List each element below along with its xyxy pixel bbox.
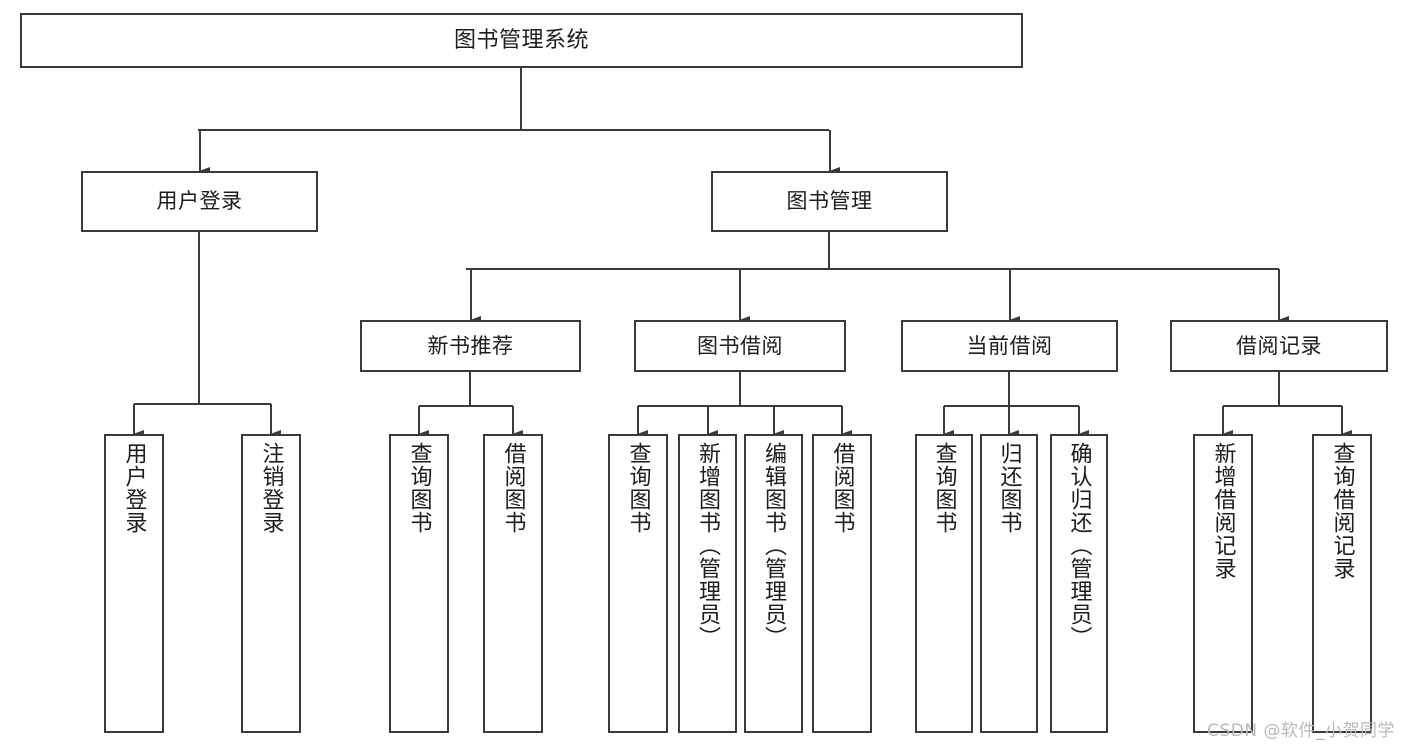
node-current-borrow: 当前借阅	[901, 320, 1118, 372]
node-label-leaf-user-login: 用户登录	[121, 442, 147, 534]
node-label-book-borrow: 图书借阅	[697, 333, 783, 358]
node-label-new-book-rec: 新书推荐	[427, 333, 514, 358]
node-label-leaf-query-borrow-record: 查询借阅记录	[1329, 442, 1355, 580]
node-leaf-query-book-rec: 查询图书	[389, 434, 449, 733]
node-label-current-borrow: 当前借阅	[966, 333, 1053, 358]
node-borrow-record: 借阅记录	[1170, 320, 1388, 372]
node-label-leaf-query-book-borrow: 查询图书	[625, 442, 651, 534]
node-leaf-borrow-book-rec: 借阅图书	[483, 434, 543, 733]
node-label-user-login: 用户登录	[156, 189, 243, 214]
node-book-manage: 图书管理	[711, 171, 948, 232]
node-leaf-query-book-borrow: 查询图书	[608, 434, 668, 733]
node-label-leaf-confirm-return: 确认归还（管理员）	[1066, 442, 1092, 649]
node-label-borrow-record: 借阅记录	[1236, 333, 1322, 358]
node-label-root: 图书管理系统	[453, 27, 589, 53]
node-label-leaf-add-book: 新增图书（管理员）	[695, 442, 721, 649]
node-leaf-add-borrow-record: 新增借阅记录	[1193, 434, 1253, 733]
node-leaf-user-logout: 注销登录	[241, 434, 301, 733]
node-new-book-rec: 新书推荐	[360, 320, 581, 372]
node-label-leaf-borrow-book-rec: 借阅图书	[500, 442, 526, 534]
node-leaf-return-book: 归还图书	[980, 434, 1038, 733]
node-leaf-confirm-return: 确认归还（管理员）	[1050, 434, 1108, 733]
node-book-borrow: 图书借阅	[634, 320, 846, 372]
node-leaf-query-book-current: 查询图书	[915, 434, 973, 733]
node-label-leaf-return-book: 归还图书	[996, 442, 1022, 534]
csdn-watermark: CSDN @软件_小贺同学	[1207, 721, 1395, 741]
node-label-leaf-user-logout: 注销登录	[258, 442, 284, 534]
node-label-leaf-query-book-current: 查询图书	[931, 442, 957, 534]
node-leaf-borrow-book: 借阅图书	[812, 434, 872, 733]
node-user-login: 用户登录	[81, 171, 318, 232]
node-leaf-edit-book: 编辑图书（管理员）	[744, 434, 803, 733]
node-root: 图书管理系统	[20, 13, 1023, 68]
node-leaf-add-book: 新增图书（管理员）	[678, 434, 737, 733]
node-label-leaf-edit-book: 编辑图书（管理员）	[761, 442, 787, 649]
node-label-book-manage: 图书管理	[786, 189, 873, 214]
node-label-leaf-borrow-book: 借阅图书	[829, 442, 855, 534]
node-label-leaf-add-borrow-record: 新增借阅记录	[1210, 442, 1236, 580]
node-leaf-user-login: 用户登录	[104, 434, 164, 733]
node-label-leaf-query-book-rec: 查询图书	[406, 442, 432, 534]
node-leaf-query-borrow-record: 查询借阅记录	[1312, 434, 1372, 733]
